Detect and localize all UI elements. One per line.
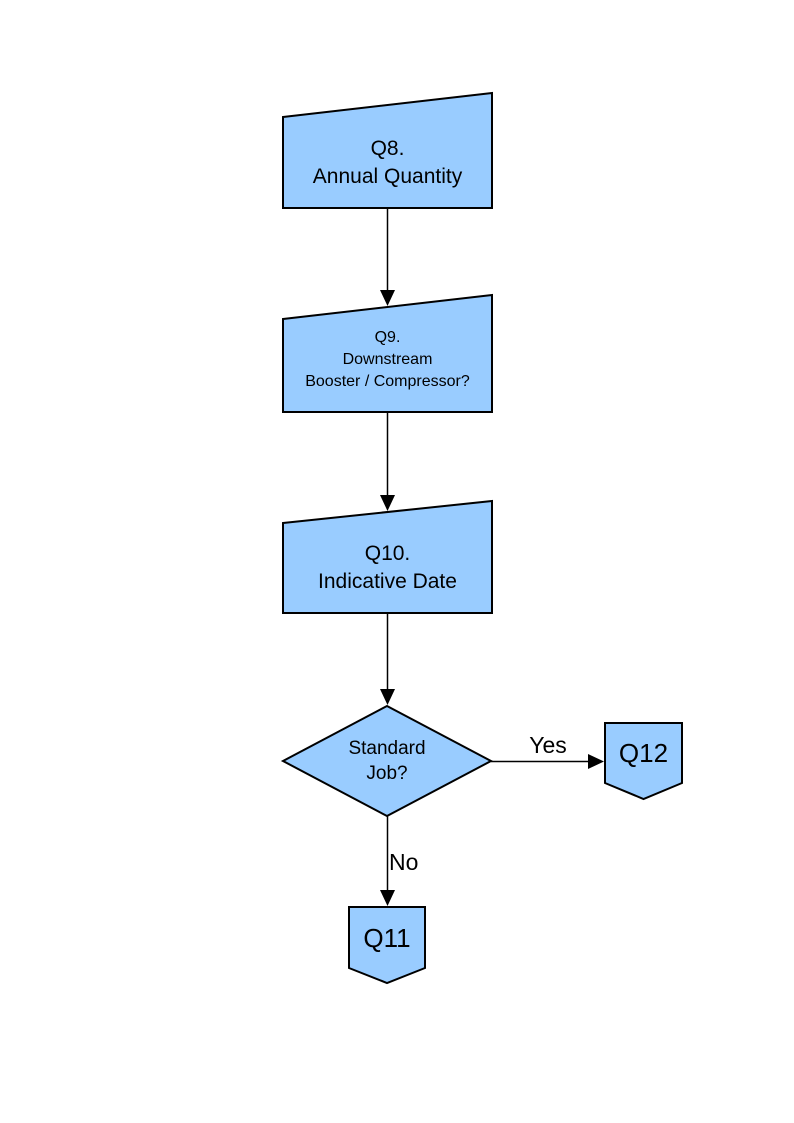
node-q8-shape [282, 91, 493, 209]
node-q12-shape [604, 722, 683, 801]
arrowhead-q9-q10 [380, 495, 395, 511]
arrowhead-q10-decision [380, 689, 395, 705]
node-q9-shape [282, 293, 493, 413]
arrowhead-decision-q11 [380, 890, 395, 906]
node-q11-shape [348, 906, 426, 985]
node-q10-shape [282, 499, 493, 614]
arrowhead-decision-q12 [588, 754, 604, 769]
node-decision-shape [280, 704, 494, 818]
arrowhead-q8-q9 [380, 290, 395, 306]
